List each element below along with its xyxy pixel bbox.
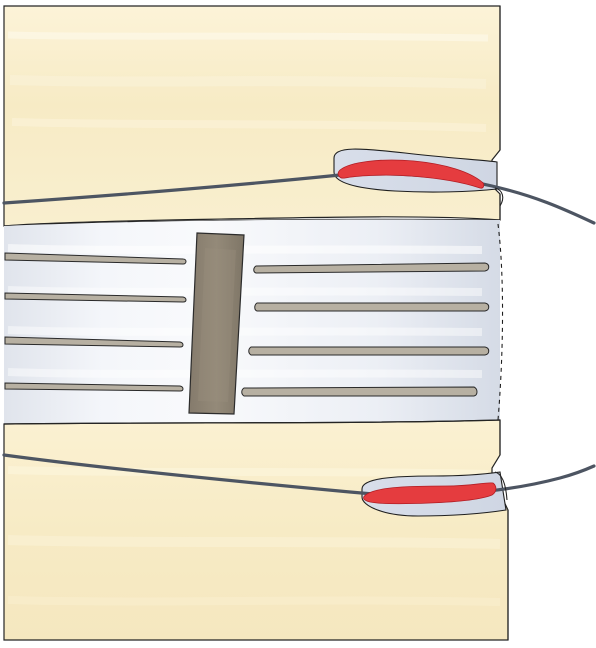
lower-tissue-highlight — [8, 540, 500, 544]
upper-tissue-highlight — [8, 35, 488, 38]
right-strand — [249, 347, 489, 355]
gap-highlight — [8, 290, 482, 292]
right-strand — [255, 303, 489, 311]
gap-highlight — [8, 248, 482, 250]
gap-highlight — [8, 372, 482, 374]
lower-tissue-highlight — [8, 600, 500, 602]
lower-tissue-fill — [4, 420, 508, 640]
central-block — [189, 233, 244, 414]
right-strand — [242, 387, 477, 396]
upper-tissue — [4, 6, 500, 226]
gap-highlight — [8, 330, 482, 332]
upper-tissue-highlight — [10, 80, 486, 84]
upper-tissue-highlight — [12, 122, 486, 128]
lower-tissue — [4, 420, 508, 640]
lower-tissue-highlight — [8, 470, 488, 474]
